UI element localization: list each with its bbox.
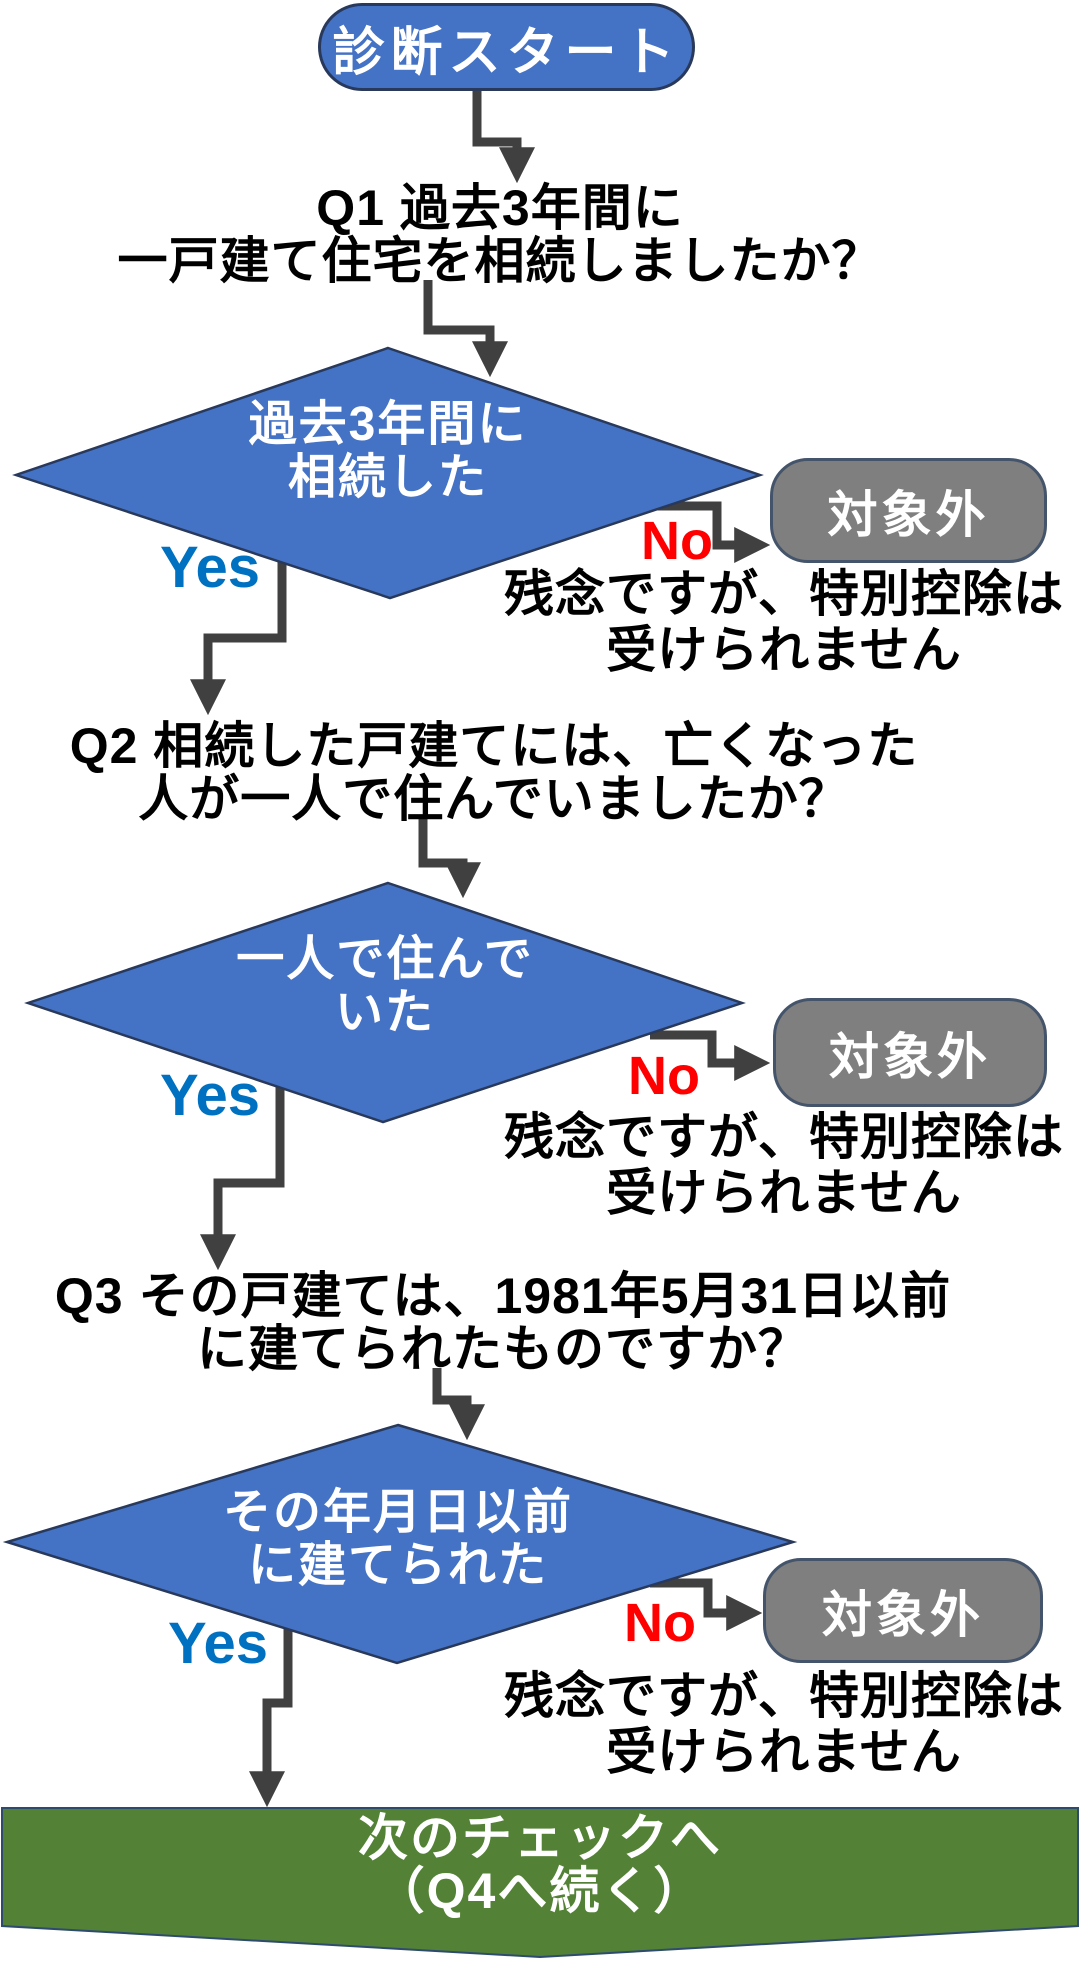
- not-eligible-note-2-line2: 受けられません: [606, 1165, 962, 1221]
- question-3: Q3 その戸建ては、1981年5月31日以前 に建てられたものですか？: [0, 1270, 1006, 1376]
- end-banner-shape: [0, 1807, 1079, 1959]
- connector-yes3-to-end: [249, 1608, 293, 1808]
- end-banner-line1: 次のチェックへ: [358, 1810, 722, 1866]
- connector-q2-to-diamond2: [418, 818, 481, 899]
- diamond-2-line1: 一人で住んで: [236, 933, 534, 986]
- connector-no2-to-box2: [650, 1030, 771, 1081]
- not-eligible-node-1: 対象外: [770, 458, 1047, 563]
- connector-q3-to-diamond3: [432, 1368, 485, 1441]
- connector-yes1-to-q2: [190, 558, 287, 716]
- question-3-line1: Q3 その戸建ては、1981年5月31日以前: [54, 1268, 952, 1324]
- not-eligible-node-2: 対象外: [773, 998, 1047, 1107]
- decision-diamond-3: [2, 1423, 798, 1665]
- diamond-2-label: 一人で住んで いた: [135, 933, 635, 1039]
- not-eligible-note-3-line2: 受けられません: [606, 1724, 962, 1780]
- yes-label-1: Yes: [160, 535, 260, 600]
- not-eligible-node-3: 対象外: [763, 1558, 1043, 1663]
- no-label-3: No: [624, 1593, 696, 1653]
- question-1-line2: 一戸建て住宅を相続しましたか？: [117, 233, 883, 289]
- not-eligible-note-3-line1: 残念ですが、特別控除は: [504, 1668, 1064, 1724]
- diamond-1-label: 過去3年間に 相続した: [138, 398, 638, 504]
- diamond-3-line1: その年月日以前: [222, 1486, 573, 1539]
- question-1: Q1 過去3年間に 一戸建て住宅を相続しましたか？: [0, 182, 1000, 288]
- not-eligible-label-2: 対象外: [829, 1028, 991, 1085]
- connector-yes2-to-q3: [200, 1083, 285, 1271]
- yes-label-2: Yes: [160, 1063, 260, 1128]
- not-eligible-note-2: 残念ですが、特別控除は 受けられません: [488, 1109, 1080, 1221]
- diamond-1-line2: 相続した: [287, 451, 488, 504]
- connector-q1-to-diamond1: [423, 280, 508, 378]
- not-eligible-note-3: 残念ですが、特別控除は 受けられません: [488, 1668, 1080, 1780]
- no-label-2: No: [628, 1046, 700, 1106]
- not-eligible-label-1: 対象外: [827, 486, 990, 543]
- not-eligible-note-1-line2: 受けられません: [606, 622, 962, 678]
- diamond-2-line2: いた: [334, 986, 435, 1039]
- not-eligible-note-1: 残念ですが、特別控除は 受けられません: [488, 566, 1080, 678]
- question-2-line2: 人が一人で住んでいましたか？: [138, 771, 850, 827]
- connector-no1-to-box1: [645, 501, 771, 563]
- not-eligible-note-2-line1: 残念ですが、特別控除は: [504, 1109, 1064, 1165]
- start-node: 診断スタート: [318, 3, 695, 91]
- question-2-line1: Q2 相続した戸建てには、亡くなった: [69, 718, 919, 774]
- yes-label-3: Yes: [168, 1611, 268, 1676]
- connector-start-to-q1: [472, 90, 535, 184]
- not-eligible-note-1-line1: 残念ですが、特別控除は: [504, 566, 1064, 622]
- no-label-1: No: [641, 511, 713, 571]
- question-3-line2: に建てられたものですか？: [197, 1321, 809, 1377]
- question-1-line1: Q1 過去3年間に: [316, 180, 684, 236]
- diamond-3-label: その年月日以前 に建てられた: [148, 1486, 648, 1592]
- decision-diamond-1: [12, 346, 764, 600]
- not-eligible-label-3: 対象外: [822, 1586, 984, 1643]
- question-2: Q2 相続した戸建てには、亡くなった 人が一人で住んでいましたか？: [0, 720, 988, 826]
- end-banner-label: 次のチェックへ （Q4へ続く）: [40, 1812, 1040, 1918]
- connector-no3-to-box3: [650, 1578, 763, 1631]
- diamond-1-line1: 過去3年間に: [248, 398, 528, 451]
- end-banner-line2: （Q4へ続く）: [374, 1863, 706, 1919]
- decision-diamond-2: [24, 881, 746, 1124]
- start-label: 診断スタート: [332, 23, 681, 82]
- diamond-3-line2: に建てられた: [247, 1539, 548, 1592]
